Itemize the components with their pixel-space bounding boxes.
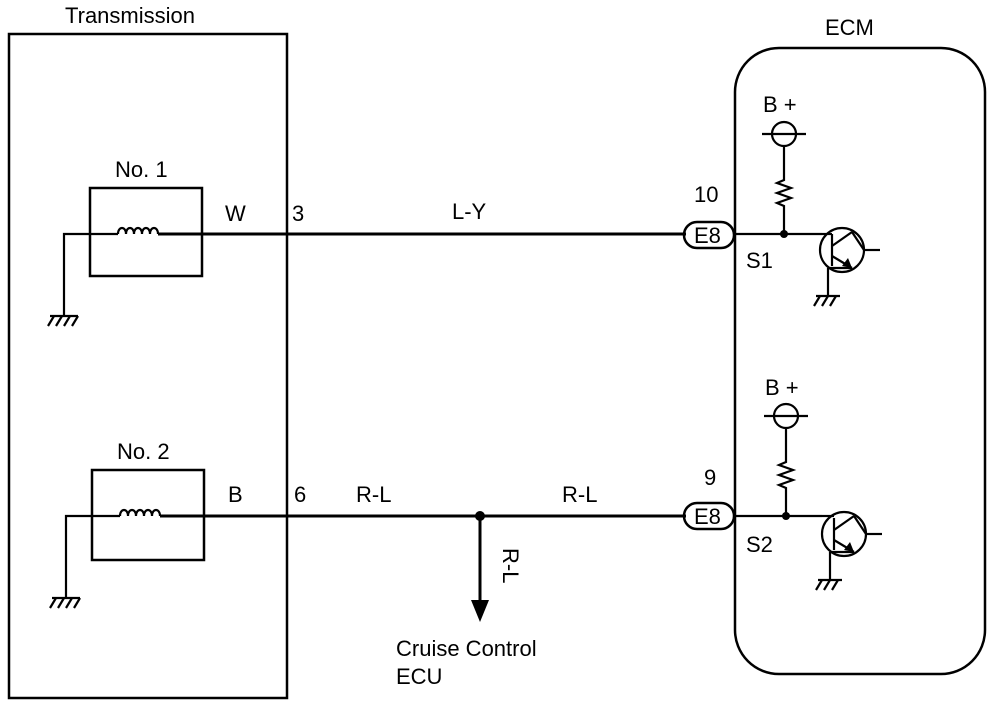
wire-b-label: B (228, 482, 243, 507)
arrow-down-icon (471, 600, 489, 622)
wire-w-label: W (225, 201, 246, 226)
ecm-label: ECM (825, 15, 874, 40)
connector-e8-top: E8 (682, 220, 736, 250)
cruise-control-label-line1: Cruise Control (396, 636, 537, 661)
ground-icon (47, 314, 79, 327)
transistor-icon (818, 226, 880, 296)
ground-icon (49, 596, 81, 609)
bplus-terminal-icon (764, 402, 808, 430)
transmission-label: Transmission (65, 3, 195, 28)
wire-ly-label: L-Y (452, 199, 487, 224)
resistor-icon (773, 146, 795, 234)
solenoid-1-box (88, 186, 204, 278)
wire-rl-down-label: R-L (498, 548, 523, 583)
s1-label: S1 (746, 248, 773, 273)
cruise-control-label-line2: ECU (396, 664, 442, 689)
pin-10-label: 10 (694, 182, 718, 207)
transistor-icon (820, 510, 882, 580)
bplus-top-label: B + (763, 92, 797, 117)
solenoid-1: No. 1 (47, 157, 204, 327)
solenoid-2: No. 2 (49, 439, 206, 609)
ecm-box (733, 46, 987, 676)
pin-9-label: 9 (704, 465, 716, 490)
ground-wire-1 (62, 232, 118, 316)
ground-wire-2 (64, 514, 120, 598)
resistor-icon (775, 428, 797, 516)
connector-e8-bottom: E8 (682, 501, 736, 531)
connector-e8-bottom-label: E8 (694, 504, 721, 529)
wire-rl-left-label: R-L (356, 482, 391, 507)
solenoid-2-label: No. 2 (117, 439, 170, 464)
pin-6-label: 6 (294, 482, 306, 507)
coil-icon (118, 508, 162, 517)
bplus-bottom-label: B + (765, 375, 799, 400)
pin-3-label: 3 (292, 201, 304, 226)
bplus-terminal-icon (762, 120, 806, 148)
transmission-box (7, 32, 289, 700)
coil-icon (116, 226, 160, 235)
ground-icon (813, 294, 840, 307)
solenoid-1-label: No. 1 (115, 157, 168, 182)
connector-e8-top-label: E8 (694, 223, 721, 248)
wire-rl-right-label: R-L (562, 482, 597, 507)
ground-icon (815, 578, 842, 591)
s2-label: S2 (746, 532, 773, 557)
